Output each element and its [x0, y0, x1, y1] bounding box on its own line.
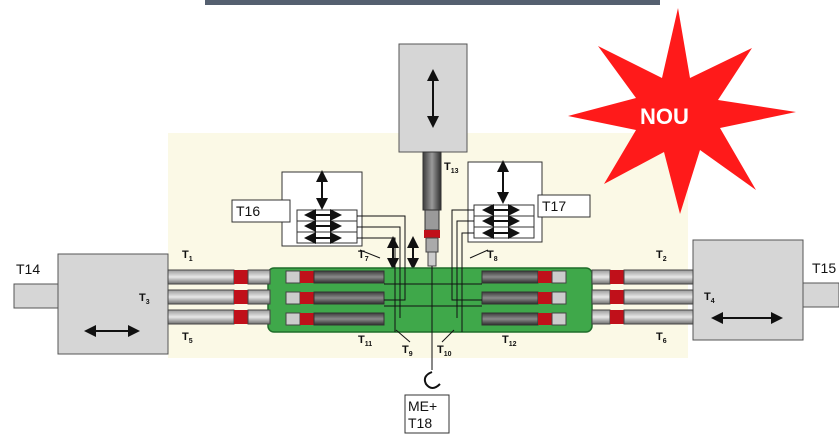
- t2-sub: 2: [663, 256, 667, 263]
- t5-main: T: [182, 331, 189, 343]
- t4-label: T4: [704, 291, 715, 305]
- t15-block: [692, 239, 804, 341]
- t1-main: T: [182, 249, 189, 261]
- t4-sub: 4: [711, 298, 715, 305]
- t1-sub: 1: [189, 256, 193, 263]
- me-label: ME+: [408, 398, 437, 414]
- t17-label: T17: [542, 198, 566, 214]
- t14-block: [57, 253, 169, 355]
- t2-main: T: [656, 249, 663, 261]
- t12-main: T: [502, 334, 509, 346]
- me-t18-box: [404, 394, 450, 434]
- t18-label: T18: [408, 415, 432, 431]
- t17-valve: [467, 160, 543, 243]
- t16-valve: [281, 170, 363, 247]
- t5-sub: 5: [189, 338, 193, 345]
- t9-label: T9: [402, 344, 413, 358]
- t11-main: T: [358, 334, 365, 346]
- t6-main: T: [656, 331, 663, 343]
- t3-main: T: [139, 292, 146, 304]
- t13-main: T: [444, 161, 451, 173]
- t14-shaft: [13, 283, 63, 309]
- t7-label: T7: [358, 249, 369, 263]
- t11-sub: 11: [365, 341, 373, 348]
- top-photo-strip: [205, 0, 660, 5]
- t3-sub: 3: [146, 299, 150, 306]
- t7-sub: 7: [365, 256, 369, 263]
- nou-starburst: [568, 8, 796, 214]
- t3-label: T3: [139, 292, 150, 306]
- t6-label: T6: [656, 331, 667, 345]
- right-cylinder-bank: [591, 269, 694, 325]
- t8-sub: 8: [494, 256, 498, 263]
- t2-label: T2: [656, 249, 667, 263]
- hook-icon: [423, 371, 441, 389]
- t17-label-box: [537, 194, 591, 218]
- t12-label: T12: [502, 334, 517, 348]
- t9-sub: 9: [409, 351, 413, 358]
- right-inner-cylinders: [481, 270, 567, 326]
- t14-label: T14: [16, 261, 40, 277]
- t13-label: T13: [444, 161, 459, 175]
- t1-label: T1: [182, 249, 193, 263]
- t8-label: T8: [487, 249, 498, 263]
- t9-main: T: [402, 344, 409, 356]
- t5-label: T5: [182, 331, 193, 345]
- t6-sub: 6: [663, 338, 667, 345]
- nou-label: NOU: [640, 104, 689, 129]
- t16-label: T16: [236, 203, 260, 219]
- t15-shaft: [802, 282, 839, 308]
- hydraulic-lines: [357, 209, 489, 370]
- t10-sub: 10: [444, 351, 452, 358]
- t7-main: T: [358, 249, 365, 261]
- t12-sub: 12: [509, 341, 517, 348]
- t15-label: T15: [812, 260, 836, 276]
- t16-label-box: [231, 199, 291, 223]
- left-cylinder-bank: [167, 269, 271, 325]
- left-inner-cylinders: [285, 270, 385, 326]
- t8-main: T: [487, 249, 494, 261]
- t13-sub: 13: [451, 168, 459, 175]
- t13-cylinder: [422, 151, 442, 267]
- t11-label: T11: [358, 334, 372, 348]
- t10-label: T10: [437, 344, 452, 358]
- t10-main: T: [437, 344, 444, 356]
- t4-main: T: [704, 291, 711, 303]
